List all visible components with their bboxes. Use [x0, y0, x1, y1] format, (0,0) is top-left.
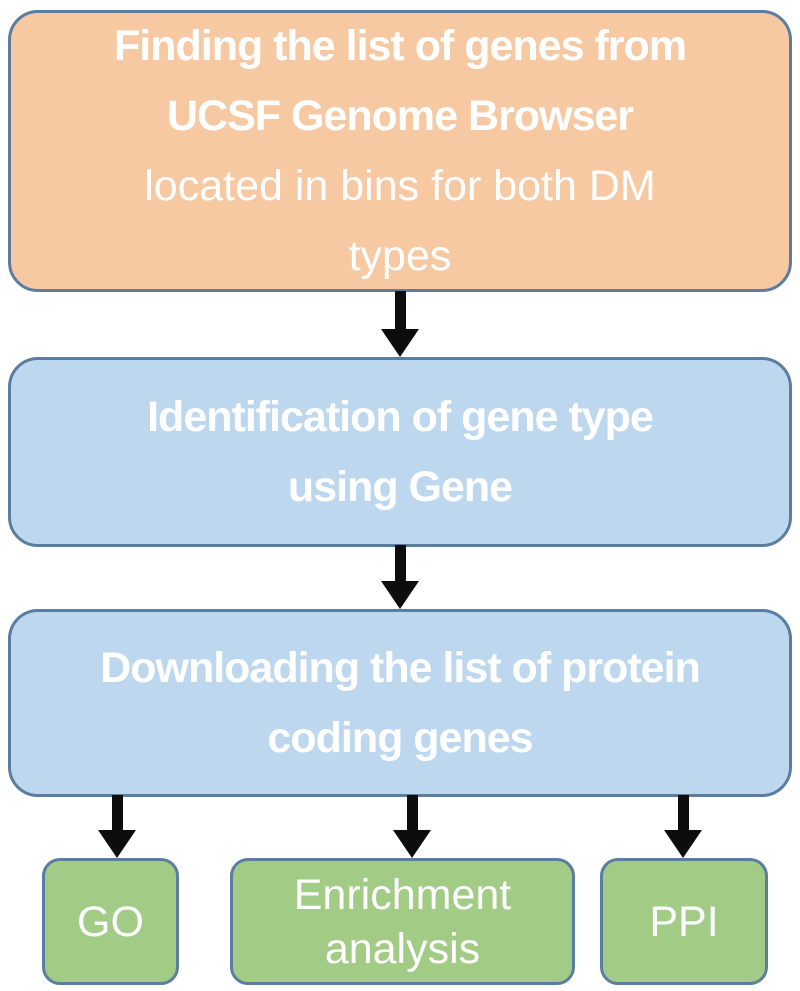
flow-node-downloading-line1: Downloading the list of protein [100, 644, 701, 692]
arrow-head-down-icon [393, 830, 431, 858]
flow-node-find-genes: Finding the list of genes from UCSF Geno… [8, 10, 792, 292]
arrow-stem [394, 291, 406, 329]
flow-node-enrichment-line1: Enrichment [293, 870, 512, 919]
flow-node-find-genes-line1: Finding the list of genes from [114, 22, 687, 70]
arrow-head-down-icon [381, 329, 419, 357]
arrow-head-down-icon [98, 830, 136, 858]
arrow-head-down-icon [381, 581, 419, 609]
flow-arrow-step3-to-go [98, 795, 136, 858]
flow-arrow-step2-to-step3 [381, 545, 419, 609]
flow-node-enrichment-analysis: Enrichment analysis [230, 858, 575, 985]
arrow-stem [406, 795, 418, 830]
flow-node-downloading-line2: coding genes [267, 714, 533, 762]
arrow-head-down-icon [664, 830, 702, 858]
flow-node-go-label: GO [77, 897, 144, 946]
arrow-stem [111, 795, 123, 830]
arrow-stem [677, 795, 689, 830]
flow-arrow-step3-to-ppi [664, 795, 702, 858]
flow-node-identification-line2: using Gene [287, 463, 513, 511]
flow-node-ppi-label: PPI [649, 897, 719, 946]
flow-node-find-genes-line2: UCSF Genome Browser [166, 92, 634, 140]
flow-node-identification-line1: Identification of gene type [147, 393, 654, 441]
flow-node-go: GO [42, 858, 179, 985]
flow-node-enrichment-line2: analysis [324, 924, 481, 973]
flow-arrow-step3-to-enrichment [393, 795, 431, 858]
flow-node-identification: Identification of gene type using Gene [8, 357, 792, 547]
arrow-stem [394, 545, 406, 581]
flow-node-ppi: PPI [600, 858, 768, 985]
flow-arrow-step1-to-step2 [381, 291, 419, 357]
flow-node-downloading: Downloading the list of protein coding g… [8, 609, 792, 797]
flow-node-find-genes-line3: located in bins for both DM [144, 162, 656, 210]
flow-node-find-genes-line4: types [348, 232, 452, 280]
